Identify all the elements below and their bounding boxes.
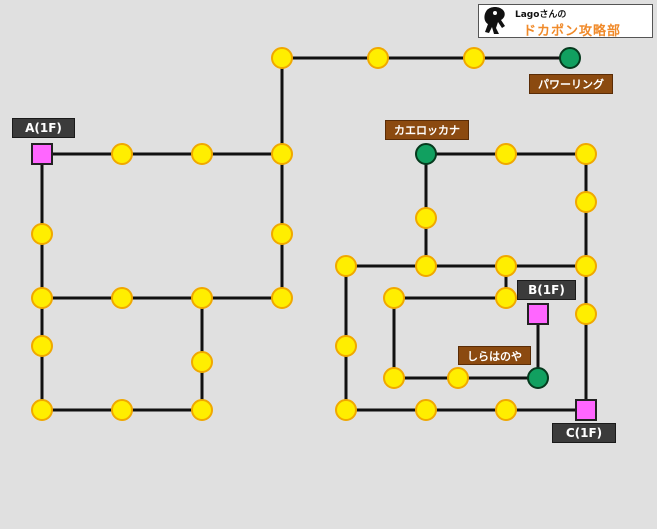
yellow-space[interactable] [415, 207, 437, 229]
yellow-space[interactable] [335, 399, 357, 421]
yellow-space[interactable] [31, 287, 53, 309]
yellow-space[interactable] [495, 287, 517, 309]
yellow-space[interactable] [111, 399, 133, 421]
yellow-space[interactable] [463, 47, 485, 69]
logo-subtitle: Lagoさんの [515, 10, 567, 20]
yellow-space[interactable] [495, 399, 517, 421]
yellow-space[interactable] [447, 367, 469, 389]
yellow-space[interactable] [335, 335, 357, 357]
yellow-space[interactable] [575, 191, 597, 213]
yellow-space[interactable] [271, 47, 293, 69]
yellow-space[interactable] [415, 399, 437, 421]
yellow-space[interactable] [31, 399, 53, 421]
yellow-space[interactable] [495, 143, 517, 165]
label-shirahanoya: しらはのや [458, 346, 531, 365]
yellow-space[interactable] [271, 223, 293, 245]
map-spaces [31, 47, 597, 421]
item-space-shirahanoya[interactable] [527, 367, 549, 389]
yellow-space[interactable] [383, 287, 405, 309]
yellow-space[interactable] [191, 351, 213, 373]
yellow-space[interactable] [415, 255, 437, 277]
mascot-icon [484, 7, 505, 34]
yellow-space[interactable] [271, 143, 293, 165]
yellow-space[interactable] [575, 303, 597, 325]
yellow-space[interactable] [31, 335, 53, 357]
yellow-space[interactable] [383, 367, 405, 389]
yellow-space[interactable] [191, 399, 213, 421]
yellow-space[interactable] [495, 255, 517, 277]
item-space-power-ring[interactable] [559, 47, 581, 69]
label-c-1f: C(1F) [552, 423, 616, 443]
label-a-1f: A(1F) [12, 118, 75, 138]
exit-c[interactable] [575, 399, 597, 421]
yellow-space[interactable] [31, 223, 53, 245]
yellow-space[interactable] [191, 143, 213, 165]
logo-title: ドカポン攻略部 [523, 24, 622, 39]
exit-a[interactable] [31, 143, 53, 165]
item-space-kaero-kkana[interactable] [415, 143, 437, 165]
yellow-space[interactable] [367, 47, 389, 69]
yellow-space[interactable] [335, 255, 357, 277]
map-paths [40, 56, 588, 412]
yellow-space[interactable] [271, 287, 293, 309]
yellow-space[interactable] [111, 143, 133, 165]
site-logo[interactable]: Lagoさんの ドカポン攻略部 [478, 4, 653, 39]
label-b-1f: B(1F) [517, 280, 576, 300]
label-power-ring: パワーリング [529, 74, 613, 94]
label-kaero-kkana: カエロッカナ [385, 120, 469, 140]
yellow-space[interactable] [111, 287, 133, 309]
yellow-space[interactable] [191, 287, 213, 309]
yellow-space[interactable] [575, 255, 597, 277]
yellow-space[interactable] [575, 143, 597, 165]
exit-b[interactable] [527, 303, 549, 325]
